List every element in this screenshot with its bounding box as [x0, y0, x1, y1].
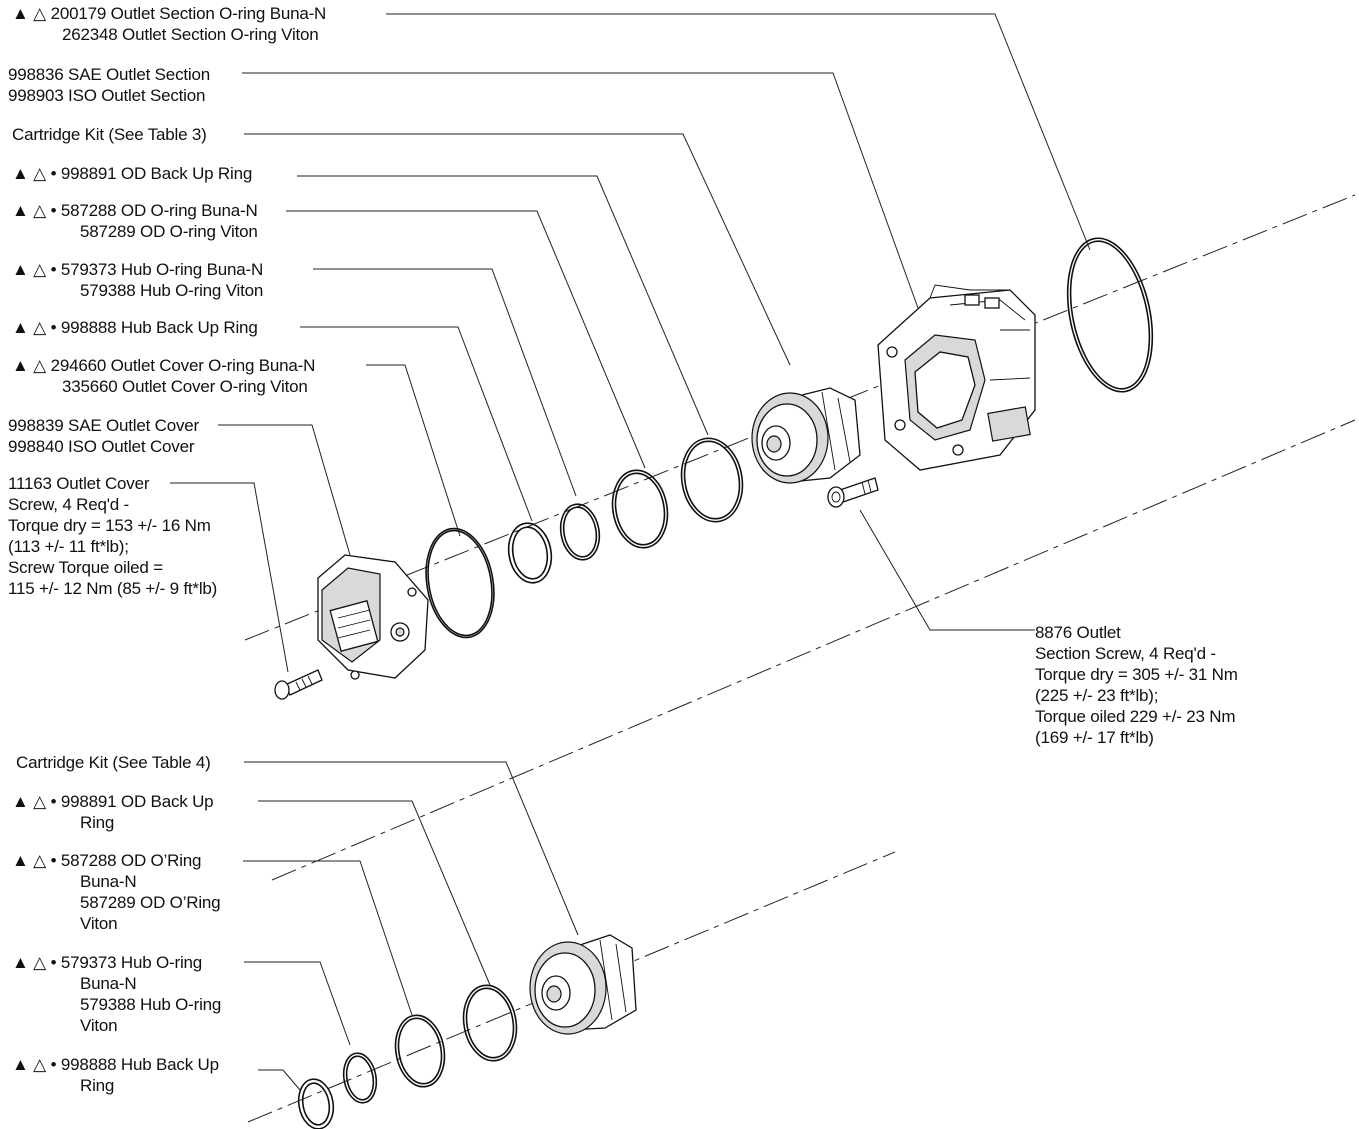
label-od-oring-b: ▲ △ • 587288 OD O’Ring Buna-N 587289 OD … — [12, 851, 221, 933]
bullet-icon: • — [50, 164, 57, 183]
open-triangle-icon: △ — [33, 201, 47, 220]
open-triangle-icon: △ — [33, 318, 47, 337]
solid-triangle-icon: ▲ — [12, 1055, 29, 1074]
hub-oring-a-part-inner — [562, 506, 598, 558]
label-outlet-cover-screw: 11163 Outlet Cover Screw, 4 Req'd - Torq… — [8, 474, 218, 598]
label-od-oring-a: ▲ △ • 587288 OD O-ring Buna-N 587289 OD … — [12, 201, 258, 241]
leader-hub-backup-ring-b — [258, 1069, 301, 1091]
upper-cartridge-part — [751, 387, 861, 484]
open-triangle-icon: △ — [33, 851, 47, 870]
label-hub-oring-b: ▲ △ • 579373 Hub O-ring Buna-N 579388 Hu… — [12, 953, 222, 1035]
bullet-icon: • — [50, 260, 57, 279]
label-hub-backup-ring-b: ▲ △ • 998888 Hub Back Up Ring — [12, 1055, 219, 1095]
leader-cartridge-kit-4 — [244, 761, 579, 936]
label-cartridge-kit-3: Cartridge Kit (See Table 3) — [12, 125, 207, 144]
solid-triangle-icon: ▲ — [12, 953, 29, 972]
solid-triangle-icon: ▲ — [12, 260, 29, 279]
leader-hub-backup-ring-a — [300, 326, 533, 522]
outlet-section-screw-part — [827, 477, 879, 508]
open-triangle-icon: △ — [33, 356, 47, 375]
label-outlet-section-oring: ▲ △ 200179 Outlet Section O-ring Buna-N … — [12, 4, 327, 44]
od-backup-ring-b-part-inner — [465, 987, 515, 1059]
label-hub-backup-ring-a: ▲ △ • 998888 Hub Back Up Ring — [12, 318, 258, 337]
leader-hub-oring-a — [313, 268, 577, 497]
leader-lines-lower — [243, 761, 579, 1091]
leader-outlet-cover-oring — [366, 364, 461, 537]
open-triangle-icon: △ — [33, 1055, 47, 1074]
outlet-cover-screw-part — [274, 669, 323, 700]
label-outlet-section-screw: 8876 Outlet Section Screw, 4 Req'd - Tor… — [1035, 623, 1238, 747]
label-outlet-cover-oring: ▲ △ 294660 Outlet Cover O-ring Buna-N 33… — [12, 356, 316, 396]
bullet-icon: • — [50, 1055, 57, 1074]
hub-oring-a-part — [559, 503, 601, 561]
od-oring-a-part — [611, 469, 669, 549]
solid-triangle-icon: ▲ — [12, 356, 29, 375]
hub-oring-b-part — [342, 1052, 378, 1104]
label-od-backup-ring-b: ▲ △ • 998891 OD Back Up Ring — [12, 792, 214, 832]
upper-center-axis — [244, 194, 1356, 641]
open-triangle-icon: △ — [33, 164, 47, 183]
leader-od-oring-b — [243, 860, 413, 1016]
middle-center-axis — [271, 419, 1356, 881]
open-triangle-icon: △ — [33, 792, 47, 811]
outlet-section-housing — [877, 284, 1036, 471]
leader-outlet-section-oring — [386, 13, 1091, 251]
bullet-icon: • — [50, 953, 57, 972]
leader-outlet-section-screw — [859, 509, 1035, 631]
outlet-cover-part — [317, 554, 429, 680]
open-triangle-icon: △ — [33, 953, 47, 972]
leader-od-backup-ring-b — [258, 800, 491, 986]
od-backup-ring-a-part-inner — [683, 440, 741, 520]
hub-backup-ring-a-part — [507, 522, 553, 584]
open-triangle-icon: △ — [33, 260, 47, 279]
solid-triangle-icon: ▲ — [12, 792, 29, 811]
bullet-icon: • — [50, 318, 57, 337]
bullet-icon: • — [50, 201, 57, 220]
label-outlet-section: 998836 SAE Outlet Section 998903 ISO Out… — [8, 65, 210, 105]
hub-backup-ring-b-part-inner — [301, 1082, 331, 1126]
solid-triangle-icon: ▲ — [12, 164, 29, 183]
leader-outlet-section — [242, 72, 919, 309]
solid-triangle-icon: ▲ — [12, 318, 29, 337]
outlet-cover-oring-part — [425, 527, 495, 639]
hub-oring-b-part-inner — [345, 1055, 375, 1101]
hub-backup-ring-b-part — [297, 1078, 335, 1129]
bullet-icon: • — [50, 792, 57, 811]
leader-od-backup-ring-a — [297, 175, 709, 436]
leader-cartridge-kit-3 — [244, 133, 791, 366]
od-oring-b-part-inner — [397, 1017, 443, 1085]
open-triangle-icon: △ — [33, 4, 47, 23]
od-backup-ring-a-part — [680, 437, 744, 523]
solid-triangle-icon: ▲ — [12, 4, 29, 23]
solid-triangle-icon: ▲ — [12, 201, 29, 220]
leader-od-oring-a — [286, 210, 646, 469]
solid-triangle-icon: ▲ — [12, 851, 29, 870]
leader-outlet-cover — [218, 424, 351, 556]
outlet-section-oring-part-inner — [1069, 240, 1151, 390]
leader-outlet-cover-screw — [170, 482, 289, 673]
od-oring-a-part-inner — [614, 472, 666, 546]
outlet-section-oring-part — [1066, 237, 1154, 393]
leader-hub-oring-b — [244, 961, 351, 1046]
od-backup-ring-b-part — [462, 984, 518, 1062]
label-hub-oring-a: ▲ △ • 579373 Hub O-ring Buna-N 579388 Hu… — [12, 260, 264, 300]
lower-cartridge-part — [529, 934, 637, 1035]
leader-lines-upper — [170, 13, 1091, 673]
label-od-backup-ring-a: ▲ △ • 998891 OD Back Up Ring — [12, 164, 253, 183]
bullet-icon: • — [50, 851, 57, 870]
label-cartridge-kit-4: Cartridge Kit (See Table 4) — [16, 753, 211, 772]
outlet-cover-oring-part-inner — [427, 529, 493, 637]
od-oring-b-part — [394, 1014, 446, 1088]
label-outlet-cover: 998839 SAE Outlet Cover 998840 ISO Outle… — [8, 416, 200, 456]
hub-backup-ring-a-part-inner — [511, 526, 549, 580]
